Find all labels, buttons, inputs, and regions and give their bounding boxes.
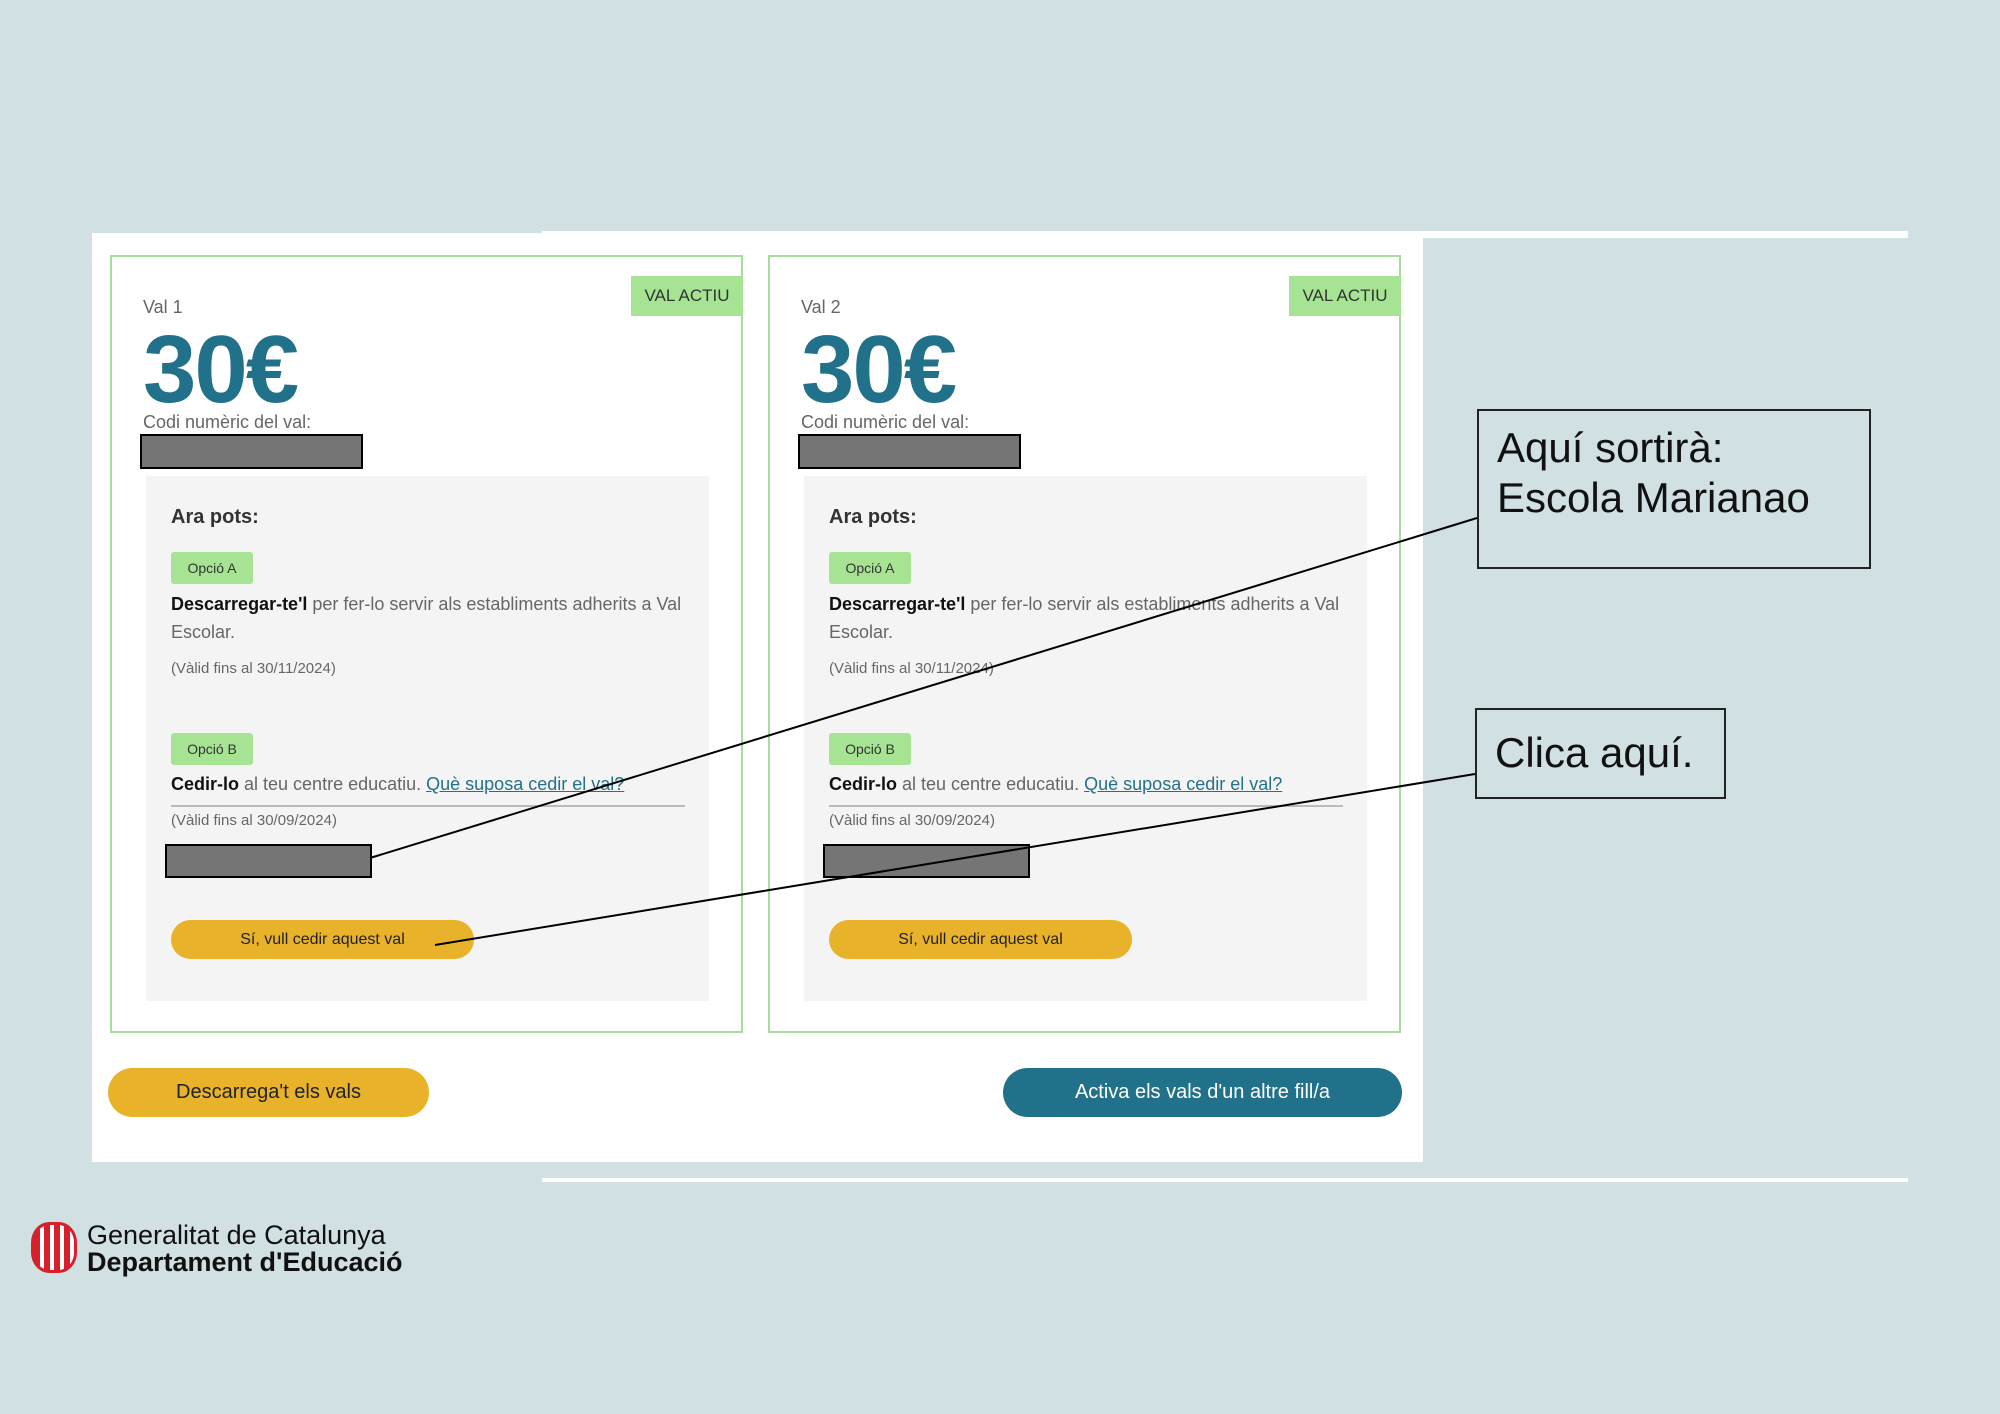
code-label: Codi numèric del val:: [143, 412, 312, 432]
voucher-label: Val 2: [801, 297, 841, 317]
footer-line2: Departament d'Educació: [87, 1247, 403, 1277]
voucher-card: VAL ACTIU Val 2 30€ Codi numèric del val…: [768, 255, 1401, 1033]
divider: [171, 805, 685, 807]
redacted-code: [798, 434, 1021, 469]
options-heading: Ara pots:: [171, 506, 259, 528]
generalitat-logo-icon: [31, 1222, 77, 1273]
option-b-text: Cedir-lo al teu centre educatiu. Què sup…: [171, 774, 625, 794]
voucher-amount: 30€: [801, 316, 957, 423]
callout-line-click: [434, 773, 1476, 946]
code-label: Codi numèric del val:: [801, 412, 970, 432]
footer-line1: Generalitat de Catalunya: [87, 1220, 386, 1250]
activate-other-child-button[interactable]: Activa els vals d'un altre fill/a: [1003, 1068, 1402, 1117]
cede-info-link[interactable]: Què suposa cedir el val?: [1084, 774, 1283, 794]
redacted-school: [823, 844, 1030, 878]
callout-school: Aquí sortirà: Escola Marianao: [1477, 409, 1871, 569]
download-vouchers-button[interactable]: Descarrega't els vals: [108, 1068, 429, 1117]
cede-voucher-button[interactable]: Sí, vull cedir aquest val: [171, 920, 474, 959]
options-box: Ara pots: Opció A Descarregar-te'l per f…: [146, 476, 709, 1001]
callout-click: Clica aquí.: [1475, 708, 1726, 799]
redacted-school: [165, 844, 372, 878]
voucher-amount: 30€: [143, 316, 299, 423]
cede-info-link[interactable]: Què suposa cedir el val?: [426, 774, 625, 794]
redacted-code: [140, 434, 363, 469]
option-a-validity: (Vàlid fins al 30/11/2024): [171, 660, 336, 677]
option-b-validity: (Vàlid fins al 30/09/2024): [829, 812, 995, 829]
callout-line-school: [369, 517, 1478, 859]
option-b-validity: (Vàlid fins al 30/09/2024): [171, 812, 337, 829]
voucher-card: VAL ACTIU Val 1 30€ Codi numèric del val…: [110, 255, 743, 1033]
divider-bottom: [542, 1178, 1908, 1182]
status-badge: VAL ACTIU: [1289, 276, 1401, 316]
option-b-tag: Opció B: [171, 733, 253, 765]
divider: [829, 805, 1343, 807]
options-heading: Ara pots:: [829, 506, 917, 528]
option-b-text: Cedir-lo al teu centre educatiu. Què sup…: [829, 774, 1283, 794]
cede-voucher-button[interactable]: Sí, vull cedir aquest val: [829, 920, 1132, 959]
callout-school-line2: Escola Marianao: [1497, 474, 1810, 521]
callout-school-line1: Aquí sortirà:: [1497, 424, 1724, 471]
voucher-label: Val 1: [143, 297, 183, 317]
option-a-tag: Opció A: [171, 552, 253, 584]
option-a-text: Descarregar-te'l per fer-lo servir als e…: [829, 594, 1340, 642]
options-box: Ara pots: Opció A Descarregar-te'l per f…: [804, 476, 1367, 1001]
status-badge: VAL ACTIU: [631, 276, 743, 316]
option-a-text: Descarregar-te'l per fer-lo servir als e…: [171, 594, 682, 642]
option-a-validity: (Vàlid fins al 30/11/2024): [829, 660, 994, 677]
option-a-tag: Opció A: [829, 552, 911, 584]
footer-brand: Generalitat de Catalunya Departament d'E…: [87, 1222, 403, 1276]
option-b-tag: Opció B: [829, 733, 911, 765]
